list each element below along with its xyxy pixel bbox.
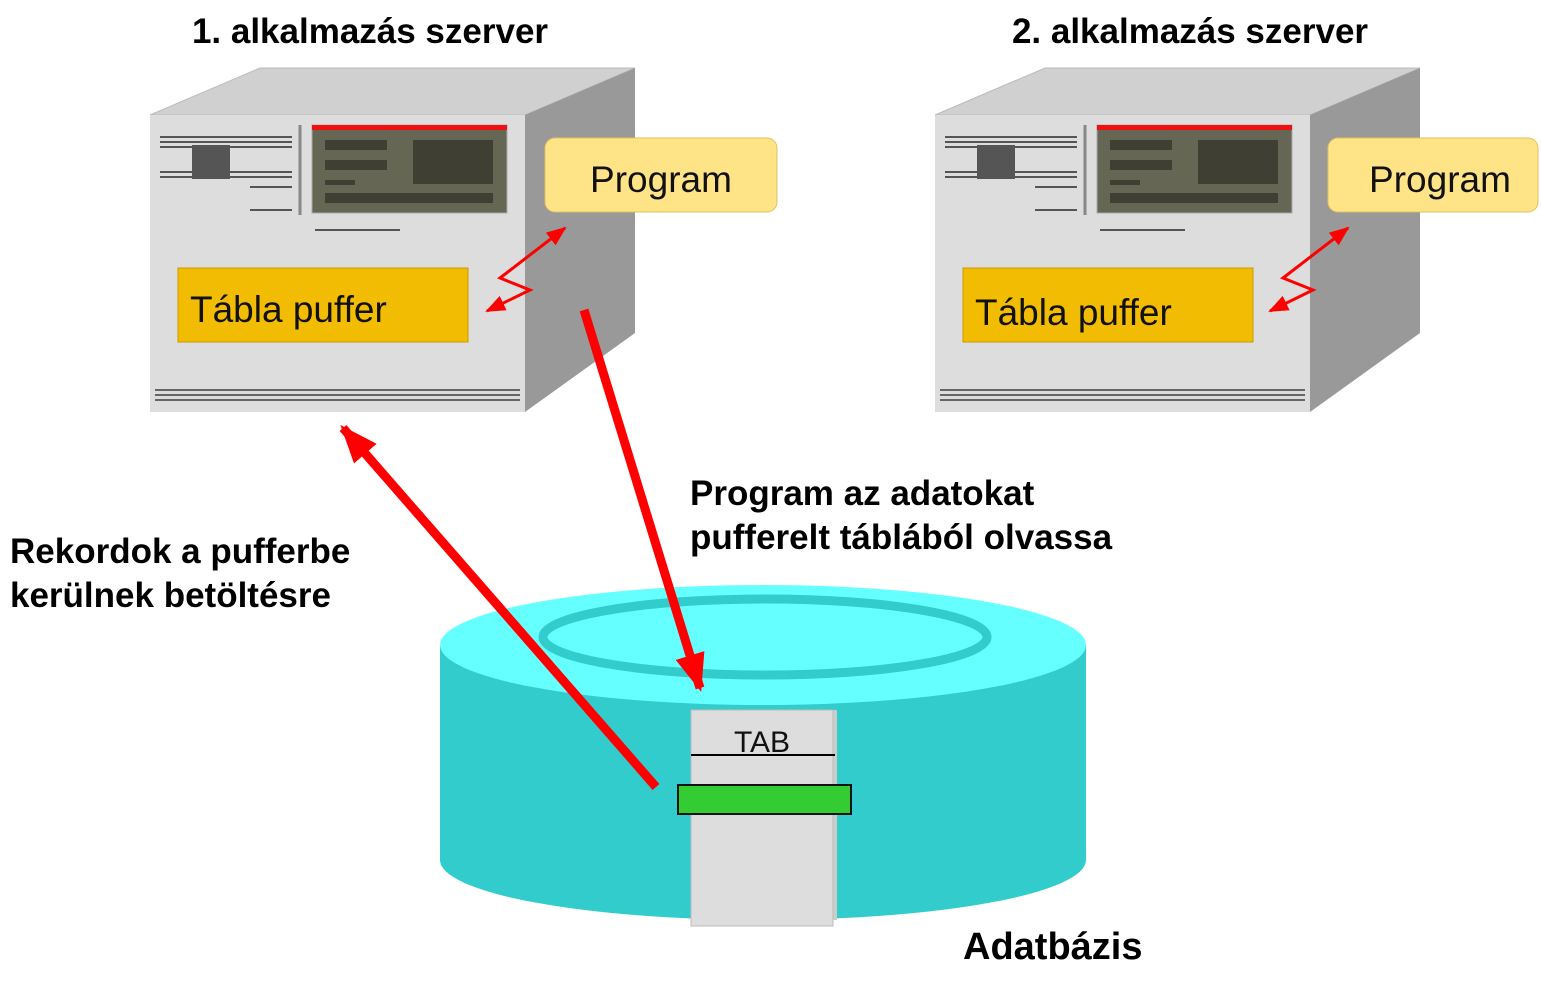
server-2-table-buffer: [962, 267, 1254, 343]
server-1-status-bar: [312, 125, 507, 130]
server-1: Tábla puffer Program: [149, 67, 778, 412]
database-label: Adatbázis: [963, 926, 1143, 968]
arrow-load-into-buffer: [339, 424, 660, 790]
annotation-read-from-buffer: Program az adatokat pufferelt táblából o…: [690, 472, 1112, 560]
database-top-ring: [538, 594, 992, 680]
annotation-load-into-buffer: Rekordok a pufferbe kerülnek betöltésre: [10, 530, 350, 618]
arrow-read-from-buffer: [579, 308, 705, 692]
server-2-program-box: [1327, 137, 1539, 213]
table-document: TAB: [677, 709, 852, 927]
server-1-drive-block: [192, 145, 230, 179]
server-1-table-buffer: [177, 267, 469, 343]
server-2-link-arrow: [1268, 226, 1350, 313]
server-1-title: 1. alkalmazás szerver: [191, 12, 549, 51]
server-2-drive-block: [977, 145, 1015, 179]
annotation-load-line-1: Rekordok a pufferbe: [10, 532, 351, 571]
table-page: [690, 709, 834, 927]
annotation-read-line-1: Program az adatokat: [690, 474, 1035, 513]
server-2-program-label: Program: [1369, 159, 1511, 200]
buffered-record: [677, 784, 852, 815]
server-2-side: [1310, 68, 1420, 412]
server-1-program-box: [544, 137, 778, 213]
server-1-buffer-label: Tábla puffer: [190, 289, 387, 330]
server-1-side: [525, 68, 635, 412]
server-1-link-arrow: [485, 226, 567, 313]
server-2-buffer-label: Tábla puffer: [975, 292, 1172, 333]
server-1-program-label: Program: [590, 159, 732, 200]
server-2-title: 2. alkalmazás szerver: [1011, 12, 1369, 51]
annotation-read-line-2: pufferelt táblából olvassa: [690, 518, 1113, 557]
server-2-status-bar: [1097, 125, 1292, 130]
annotation-load-line-2: kerülnek betöltésre: [10, 576, 331, 615]
server-2: Tábla puffer Program: [934, 67, 1539, 412]
table-label: TAB: [734, 726, 790, 759]
